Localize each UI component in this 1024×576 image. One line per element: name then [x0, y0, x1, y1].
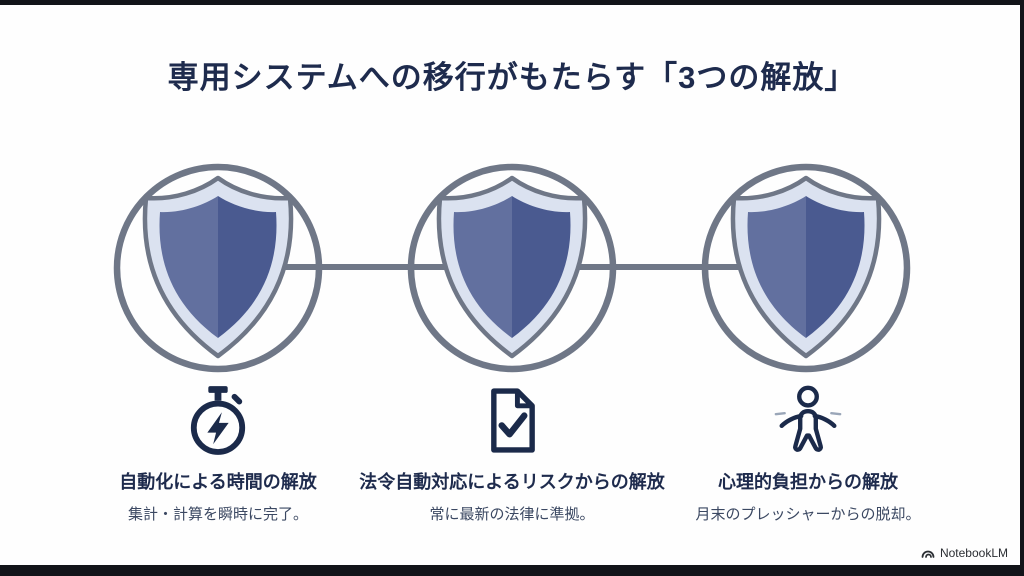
column-risk-liberation: 法令自動対応によるリスクからの解放 常に最新の法律に準拠。 — [332, 382, 692, 524]
shield-icon — [113, 163, 323, 373]
column-subtext: 常に最新の法律に準拠。 — [429, 506, 595, 523]
shield-icon — [701, 163, 911, 373]
relaxed-person-icon — [771, 382, 845, 458]
brand-label: NotebookLM — [939, 546, 1008, 560]
column-mental-liberation: 心理的負担からの解放 月末のプレッシャーからの脱却。 — [628, 382, 988, 524]
slide-title: 専用システムへの移行がもたらす「3つの解放」 — [167, 60, 857, 95]
document-check-icon — [485, 382, 540, 458]
column-heading: 心理的負担からの解放 — [718, 472, 898, 492]
column-heading: 自動化による時間の解放 — [119, 472, 317, 492]
notebooklm-logo-icon — [921, 550, 935, 558]
frame-bottom — [0, 565, 1024, 576]
frame-top — [0, 0, 1024, 5]
column-time-liberation: 自動化による時間の解放 集計・計算を瞬時に完了。 — [38, 382, 398, 524]
column-heading: 法令自動対応によるリスクからの解放 — [359, 472, 665, 492]
column-subtext: 集計・計算を瞬時に完了。 — [127, 506, 308, 523]
shield-medallion-1 — [112, 162, 324, 374]
stopwatch-lightning-icon — [187, 382, 249, 458]
shield-medallion-2 — [406, 162, 618, 374]
shield-icon — [407, 163, 617, 373]
frame-right — [1020, 0, 1024, 576]
column-subtext: 月末のプレッシャーからの脱却。 — [695, 506, 921, 523]
footer-brand: NotebookLM — [921, 546, 1008, 560]
shield-medallion-3 — [700, 162, 912, 374]
